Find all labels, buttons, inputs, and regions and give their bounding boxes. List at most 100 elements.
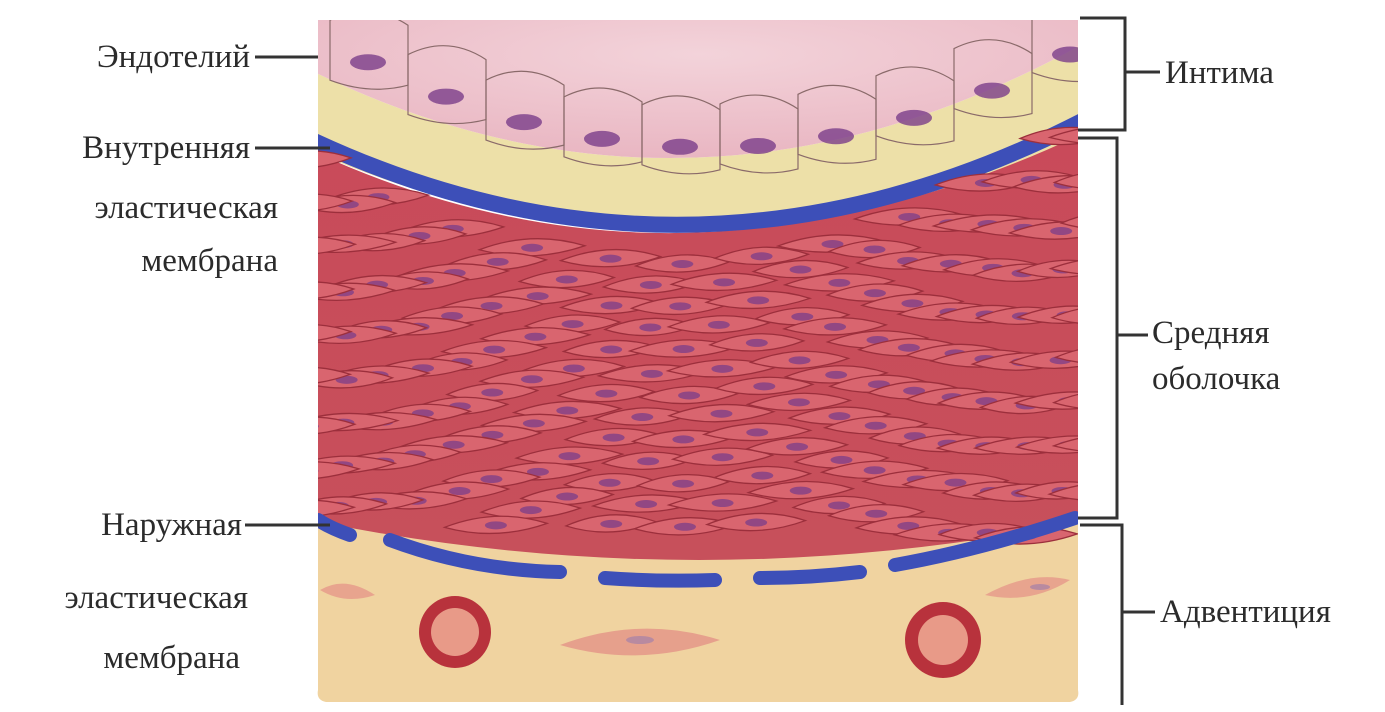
muscle-nucleus (864, 245, 886, 253)
muscle-nucleus (639, 323, 661, 331)
muscle-nucleus (753, 382, 775, 390)
muscle-nucleus (828, 279, 850, 287)
muscle-nucleus (520, 506, 542, 514)
muscle-nucleus (485, 521, 507, 529)
muscle-nucleus (294, 199, 316, 207)
endothelial-nucleus (662, 139, 698, 155)
muscle-nucleus (830, 456, 852, 464)
muscle-nucleus (825, 371, 847, 379)
muscle-nucleus (563, 364, 585, 372)
muscle-nucleus (527, 292, 549, 300)
label-media-line1: Средняя (1152, 312, 1270, 354)
muscle-nucleus (556, 275, 578, 283)
muscle-nucleus (600, 346, 622, 354)
muscle-nucleus (746, 428, 768, 436)
muscle-nucleus (751, 252, 773, 260)
muscle-nucleus (711, 365, 733, 373)
endothelial-nucleus (506, 114, 542, 130)
muscle-nucleus (864, 466, 886, 474)
muscle-nucleus (296, 467, 318, 475)
endothelial-nucleus (818, 128, 854, 144)
label-internal-elastic-line1: Внутренняя (20, 127, 250, 169)
muscle-nucleus (449, 487, 471, 495)
muscle-nucleus (898, 344, 920, 352)
label-external-elastic-line1: Наружная (20, 504, 242, 546)
muscle-nucleus (640, 281, 662, 289)
muscle-nucleus (296, 287, 318, 295)
tissue-section (250, 4, 1160, 710)
label-internal-elastic-line3: мембрана (20, 240, 278, 282)
muscle-nucleus (599, 479, 621, 487)
muscle-nucleus (669, 302, 691, 310)
muscle-nucleus (747, 296, 769, 304)
muscle-nucleus (671, 260, 693, 268)
muscle-nucleus (523, 419, 545, 427)
muscle-nucleus (789, 356, 811, 364)
muscle-nucleus (712, 453, 734, 461)
muscle-nucleus (635, 500, 657, 508)
muscle-nucleus (790, 266, 812, 274)
endothelial-nucleus (1052, 47, 1088, 63)
endothelial-nucleus (428, 89, 464, 105)
muscle-nucleus (600, 302, 622, 310)
muscle-nucleus (710, 410, 732, 418)
label-endothelium: Эндотелий (20, 36, 250, 78)
endothelial-nucleus (740, 138, 776, 154)
muscle-nucleus (631, 413, 653, 421)
muscle-nucleus (751, 472, 773, 480)
muscle-nucleus (791, 313, 813, 321)
muscle-nucleus (556, 493, 578, 501)
muscle-nucleus (788, 398, 810, 406)
muscle-nucleus (865, 510, 887, 518)
muscle-nucleus (1095, 440, 1117, 448)
muscle-nucleus (558, 452, 580, 460)
muscle-nucleus (672, 480, 694, 488)
label-media-line2: оболочка (1152, 358, 1280, 400)
muscle-nucleus (944, 479, 966, 487)
muscle-nucleus (641, 370, 663, 378)
muscle-nucleus (297, 422, 319, 430)
muscle-nucleus (824, 323, 846, 331)
muscle-nucleus (1087, 312, 1109, 320)
muscle-nucleus (480, 475, 502, 483)
muscle-nucleus (672, 435, 694, 443)
label-external-elastic-line2: эластическая (0, 577, 248, 619)
muscle-nucleus (1094, 263, 1116, 271)
muscle-nucleus (487, 258, 509, 266)
muscle-nucleus (828, 501, 850, 509)
muscle-nucleus (481, 302, 503, 310)
muscle-nucleus (481, 389, 503, 397)
muscle-nucleus (603, 434, 625, 442)
muscle-nucleus (562, 320, 584, 328)
muscle-nucleus (864, 289, 886, 297)
endothelial-nucleus (896, 110, 932, 126)
muscle-nucleus (901, 299, 923, 307)
muscle-nucleus (521, 375, 543, 383)
muscle-nucleus (828, 412, 850, 420)
muscle-nucleus (291, 505, 313, 513)
muscle-nucleus (865, 422, 887, 430)
muscle-nucleus (1088, 488, 1110, 496)
muscle-nucleus (1088, 177, 1110, 185)
muscle-nucleus (290, 372, 312, 380)
muscle-nucleus (292, 330, 314, 338)
muscle-nucleus (712, 499, 734, 507)
muscle-nucleus (637, 457, 659, 465)
muscle-nucleus (674, 523, 696, 531)
muscle-nucleus (521, 244, 543, 252)
label-external-elastic-line3: мембрана (0, 637, 240, 679)
muscle-nucleus (483, 346, 505, 354)
muscle-nucleus (294, 156, 316, 164)
muscle-nucleus (713, 278, 735, 286)
label-adventitia: Адвентиция (1160, 591, 1331, 633)
label-intima: Интима (1165, 52, 1274, 94)
muscle-nucleus (1088, 397, 1110, 405)
muscle-nucleus (595, 390, 617, 398)
muscle-nucleus (1050, 227, 1072, 235)
muscle-nucleus (790, 487, 812, 495)
muscle-nucleus (295, 242, 317, 250)
muscle-nucleus (746, 339, 768, 347)
endothelial-nucleus (974, 83, 1010, 99)
muscle-nucleus (1092, 351, 1114, 359)
muscle-nucleus (556, 407, 578, 415)
